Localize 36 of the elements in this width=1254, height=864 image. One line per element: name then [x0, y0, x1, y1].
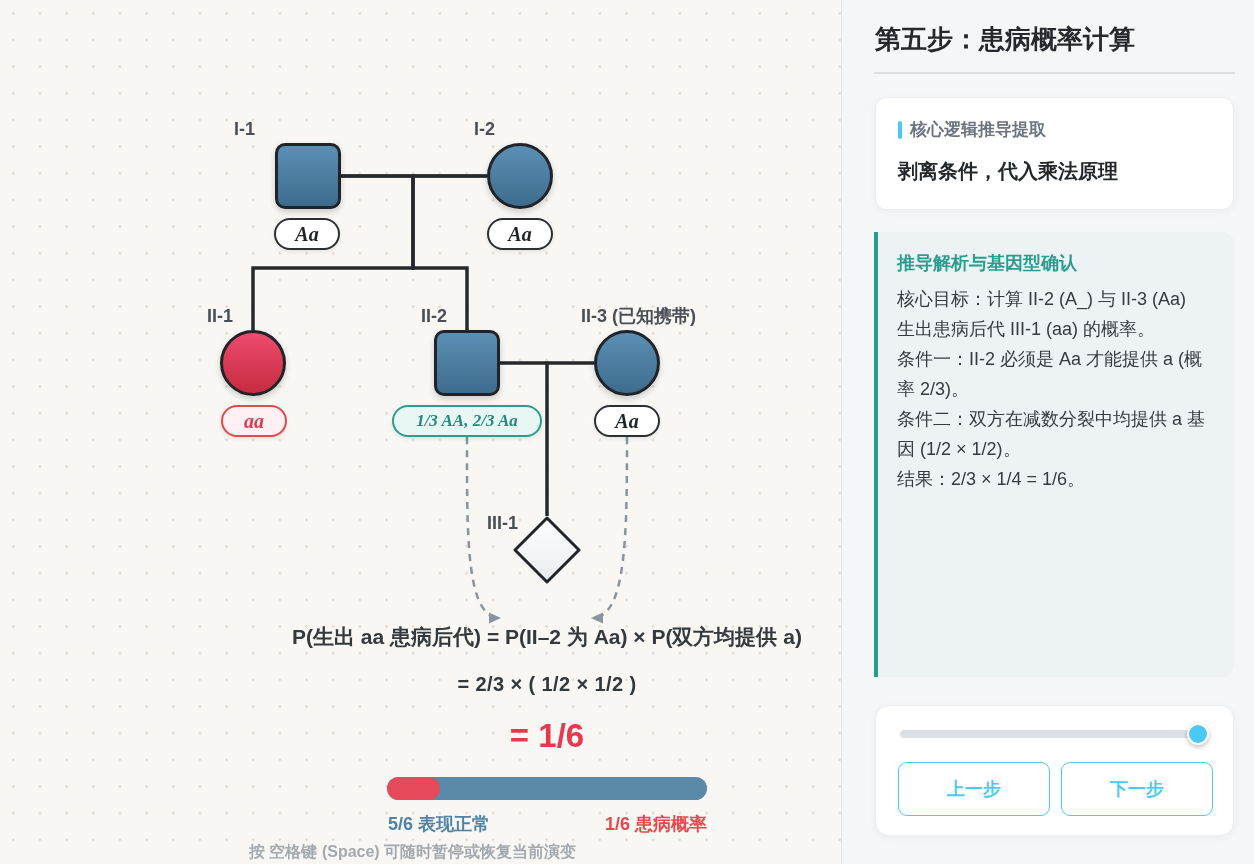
individual-id: I-1 [234, 118, 255, 141]
individual-id: II-1 [207, 305, 233, 328]
individual-id: II-3 (已知携带) [581, 305, 696, 328]
calculation-step: = 2/3 × ( 1/2 × 1/2 ) [457, 669, 637, 699]
male-symbol [434, 330, 500, 396]
individual-id: I-2 [474, 118, 495, 141]
genotype-label: 1/3 AA, 2/3 Aa [392, 405, 542, 437]
keyboard-hint: 按 空格键 (Space) 可随时暂停或恢复当前演变 [249, 842, 577, 862]
result-value: = 1/6 [509, 716, 585, 756]
explanation-text: 结果：2/3 × 1/4 = 1/6。 [897, 468, 1087, 491]
panel-title: 第五步：患病概率计算 [875, 23, 1135, 56]
descent-line [411, 174, 487, 330]
explanation-text: 条件一：II-2 必须是 Aa 才能提供 a (概率 2/3)。 [897, 348, 1204, 401]
previous-button: 上一步 [898, 762, 1050, 816]
probability-formula: P(生出 aa 患病后代) = P(II–2 为 Aa) × P(双方均提供 a) [292, 618, 802, 653]
explanation-text: 核心目标：计算 II-2 (A_) 与 II-3 (Aa) 生出患病后代 III-1 (aa) 的概率。 [897, 288, 1188, 341]
pointer-arrow [591, 437, 629, 622]
genotype-label: aa [221, 405, 287, 437]
summary-card [875, 97, 1234, 210]
pointer-arrow [465, 437, 501, 622]
controls-card [875, 705, 1234, 836]
explanation-text: 条件二：双方在减数分裂中均提供 a 基因 (1/2 × 1/2)。 [897, 408, 1206, 461]
card-heading: 推导解析与基因型确认 [897, 252, 1078, 275]
individual-id: II-2 [421, 305, 447, 328]
disease-probability-label: 1/6 患病概率 [604, 813, 707, 836]
card-summary: 剥离条件，代入乘法原理 [898, 159, 1119, 184]
next-button: 下一步 [1061, 762, 1213, 816]
card-heading: 核心逻辑推导提取 [910, 119, 1046, 141]
normal-probability-label: 5/6 表现正常 [388, 813, 491, 836]
male-symbol [275, 143, 341, 209]
genotype-label: Aa [274, 218, 340, 250]
genotype-label: Aa [487, 218, 553, 250]
individual-id: III-1 [487, 512, 518, 535]
descent-line [545, 361, 594, 516]
explanation-card [874, 232, 1234, 677]
genotype-label: Aa [594, 405, 660, 437]
